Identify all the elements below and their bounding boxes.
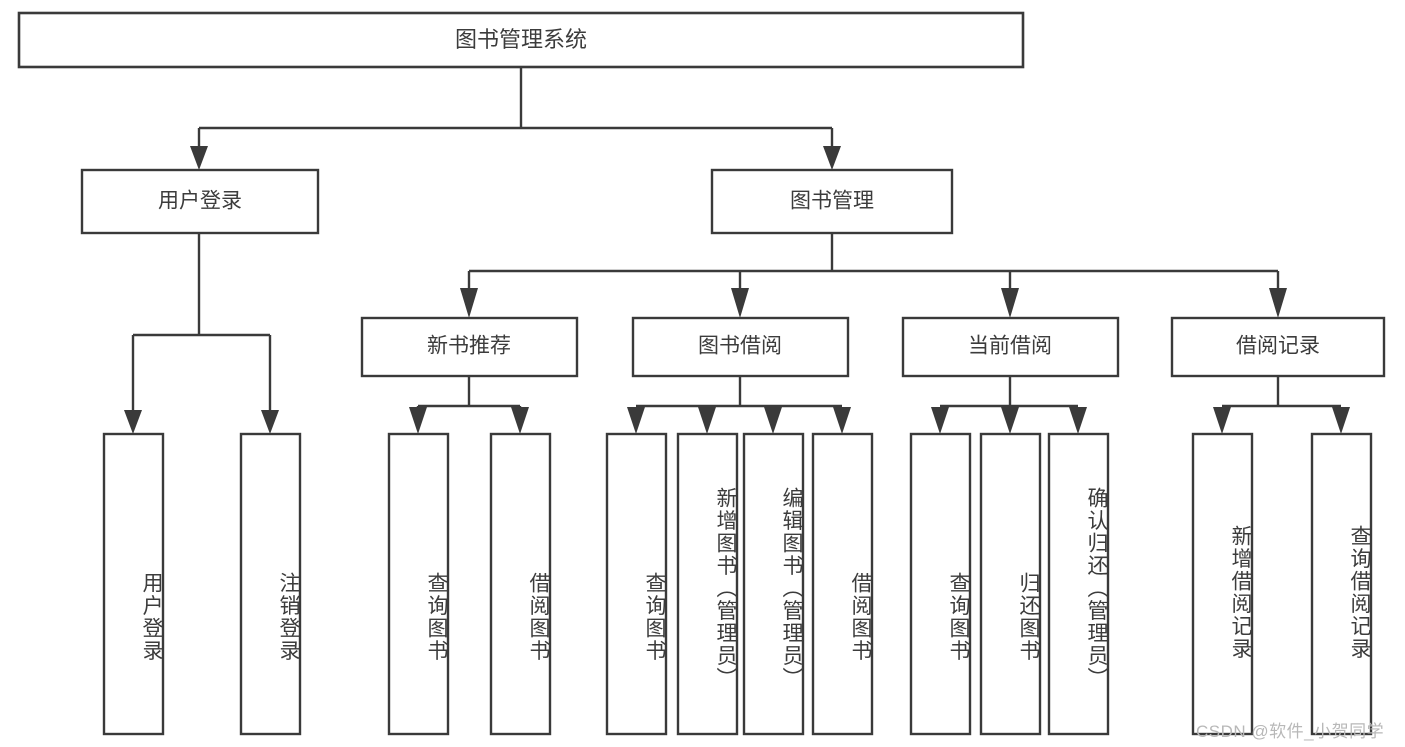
node-current-borrow[interactable]: 当前借阅	[901, 316, 1120, 378]
arrow-head-book-borrow	[731, 288, 749, 318]
node-book-borrow-box[interactable]	[631, 316, 850, 378]
arrow-head-leaf-borrow-record-2	[1332, 407, 1350, 434]
leaf-box-user-login-2[interactable]	[239, 432, 302, 736]
node-borrow-record-label: 借阅记录	[1236, 335, 1320, 358]
leaf-box-new-book-2[interactable]	[489, 432, 552, 736]
leaf-box-borrow-record-2[interactable]	[1310, 432, 1373, 736]
csdn-watermark: CSDN @软件_小贺同学	[1196, 722, 1385, 741]
node-borrow-record-box[interactable]	[1170, 316, 1386, 378]
node-book-borrow[interactable]: 图书借阅	[631, 316, 850, 378]
leaf-box-new-book-1[interactable]	[387, 432, 450, 736]
node-user-login-box[interactable]	[80, 168, 320, 235]
node-book-manage-label: 图书管理	[790, 190, 874, 213]
leaf-box-current-borrow-2[interactable]	[979, 432, 1042, 736]
arrow-head-leaf-book-borrow-4	[833, 407, 851, 434]
node-book-manage-box[interactable]	[710, 168, 954, 235]
node-book-manage[interactable]: 图书管理	[710, 168, 954, 235]
leaf-box-book-borrow-4[interactable]	[811, 432, 874, 736]
leaf-box-user-login-1[interactable]	[102, 432, 165, 736]
node-current-borrow-label: 当前借阅	[968, 335, 1052, 358]
arrow-head-leaf-current-borrow-1	[931, 407, 949, 434]
leaf-box-borrow-record-1[interactable]	[1191, 432, 1254, 736]
node-current-borrow-box[interactable]	[901, 316, 1120, 378]
node-root-label: 图书管理系统	[455, 27, 587, 52]
arrow-head-leaf-user-login-2	[261, 410, 279, 434]
node-borrow-record[interactable]: 借阅记录	[1170, 316, 1386, 378]
connector-group-current-borrow	[931, 376, 1087, 434]
arrow-head-leaf-current-borrow-3	[1069, 407, 1087, 434]
arrow-head-leaf-book-borrow-2	[698, 407, 716, 434]
arrow-head-book-manage	[823, 146, 841, 170]
connector-group-book-manage	[460, 233, 1287, 318]
node-root-box[interactable]	[17, 11, 1025, 69]
connector-group-user-login	[124, 233, 279, 434]
node-book-borrow-label: 图书借阅	[698, 335, 782, 358]
arrow-head-leaf-new-book-2	[511, 407, 529, 434]
leaf-box-book-borrow-1[interactable]	[605, 432, 668, 736]
arrow-head-current-borrow	[1001, 288, 1019, 318]
leaf-box-book-borrow-2[interactable]	[676, 432, 739, 736]
arrow-head-borrow-record	[1269, 288, 1287, 318]
arrow-head-user-login	[190, 146, 208, 170]
leaf-box-current-borrow-1[interactable]	[909, 432, 972, 736]
leaf-box-current-borrow-3[interactable]	[1047, 432, 1110, 736]
arrow-head-leaf-user-login-1	[124, 410, 142, 434]
arrow-head-leaf-book-borrow-1	[627, 407, 645, 434]
node-new-book-recommend-label: 新书推荐	[427, 335, 511, 358]
arrow-head-leaf-borrow-record-1	[1213, 407, 1231, 434]
arrow-head-leaf-book-borrow-3	[764, 407, 782, 434]
node-user-login[interactable]: 用户登录	[80, 168, 320, 235]
connector-group-book-borrow	[627, 376, 851, 434]
node-user-login-label: 用户登录	[158, 190, 242, 213]
node-new-book-recommend-box[interactable]	[360, 316, 579, 378]
connector-group-new-book	[409, 376, 529, 434]
connector-group-root	[190, 67, 841, 170]
arrow-head-leaf-current-borrow-2	[1001, 407, 1019, 434]
leaf-box-book-borrow-3[interactable]	[742, 432, 805, 736]
arrow-head-new-book	[460, 288, 478, 318]
node-new-book-recommend[interactable]: 新书推荐	[360, 316, 579, 378]
connector-group-borrow-record	[1213, 376, 1350, 434]
node-root[interactable]: 图书管理系统	[17, 11, 1025, 69]
arrow-head-leaf-new-book-1	[409, 407, 427, 434]
